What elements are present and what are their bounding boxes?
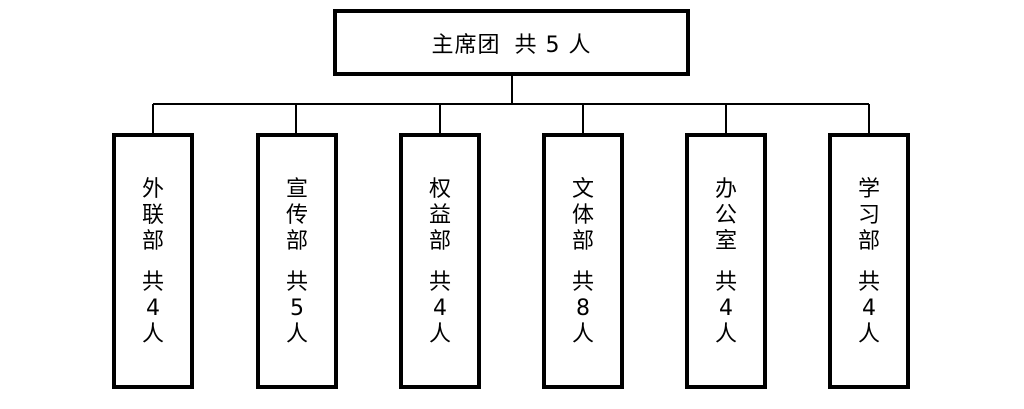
dept-count: 共 4 人 <box>403 270 477 348</box>
dept-count-unit: 人 <box>857 322 880 347</box>
dept-name: 外联部 <box>116 177 190 255</box>
dept-node-arts-sports: 文体部 共 8 人 <box>542 133 624 389</box>
dept-count: 共 8 人 <box>546 270 620 348</box>
root-node-title: 主席团 <box>431 32 501 58</box>
dept-count-prefix: 共 <box>571 270 594 295</box>
dept-count-unit: 人 <box>285 322 308 347</box>
dept-name-char: 体 <box>571 203 594 228</box>
dept-node-publicity: 宣传部 共 5 人 <box>256 133 338 389</box>
dept-count-prefix: 共 <box>714 270 737 295</box>
root-node-presidium: 主席团 共 5 人 <box>333 9 690 76</box>
dept-name-char: 文 <box>571 177 594 202</box>
dept-name-char: 联 <box>141 203 164 228</box>
dept-name-char: 部 <box>141 229 164 254</box>
dept-count-unit: 人 <box>714 322 737 347</box>
dept-name-char: 宣 <box>285 177 308 202</box>
dept-count-unit: 人 <box>571 322 594 347</box>
dept-name-char: 传 <box>285 203 308 228</box>
dept-count-number: 4 <box>146 296 160 321</box>
dept-node-study: 学习部 共 4 人 <box>828 133 910 389</box>
dept-name-char: 习 <box>857 203 880 228</box>
dept-name-char: 部 <box>571 229 594 254</box>
root-node-count: 共 5 人 <box>514 32 592 58</box>
dept-node-rights: 权益部 共 4 人 <box>399 133 481 389</box>
dept-count: 共 4 人 <box>689 270 763 348</box>
dept-count: 共 4 人 <box>116 270 190 348</box>
dept-count: 共 5 人 <box>260 270 334 348</box>
dept-name-char: 部 <box>285 229 308 254</box>
dept-name-char: 室 <box>714 229 737 254</box>
dept-name: 学习部 <box>832 177 906 255</box>
dept-count-unit: 人 <box>141 322 164 347</box>
dept-name: 宣传部 <box>260 177 334 255</box>
dept-count-number: 4 <box>719 296 733 321</box>
dept-count-prefix: 共 <box>428 270 451 295</box>
dept-count-number: 4 <box>433 296 447 321</box>
dept-name-char: 办 <box>714 177 737 202</box>
dept-count: 共 4 人 <box>832 270 906 348</box>
dept-name: 权益部 <box>403 177 477 255</box>
dept-count-prefix: 共 <box>857 270 880 295</box>
dept-count-number: 5 <box>290 296 304 321</box>
dept-name-char: 公 <box>714 203 737 228</box>
dept-node-office: 办公室 共 4 人 <box>685 133 767 389</box>
dept-count-prefix: 共 <box>285 270 308 295</box>
dept-name: 办公室 <box>689 177 763 255</box>
dept-name-char: 部 <box>428 229 451 254</box>
dept-node-external-relations: 外联部 共 4 人 <box>112 133 194 389</box>
dept-count-number: 8 <box>576 296 590 321</box>
dept-name-char: 学 <box>857 177 880 202</box>
dept-name: 文体部 <box>546 177 620 255</box>
dept-name-char: 权 <box>428 177 451 202</box>
dept-count-number: 4 <box>862 296 876 321</box>
dept-count-unit: 人 <box>428 322 451 347</box>
dept-name-char: 部 <box>857 229 880 254</box>
dept-name-char: 外 <box>141 177 164 202</box>
dept-count-prefix: 共 <box>141 270 164 295</box>
dept-name-char: 益 <box>428 203 451 228</box>
